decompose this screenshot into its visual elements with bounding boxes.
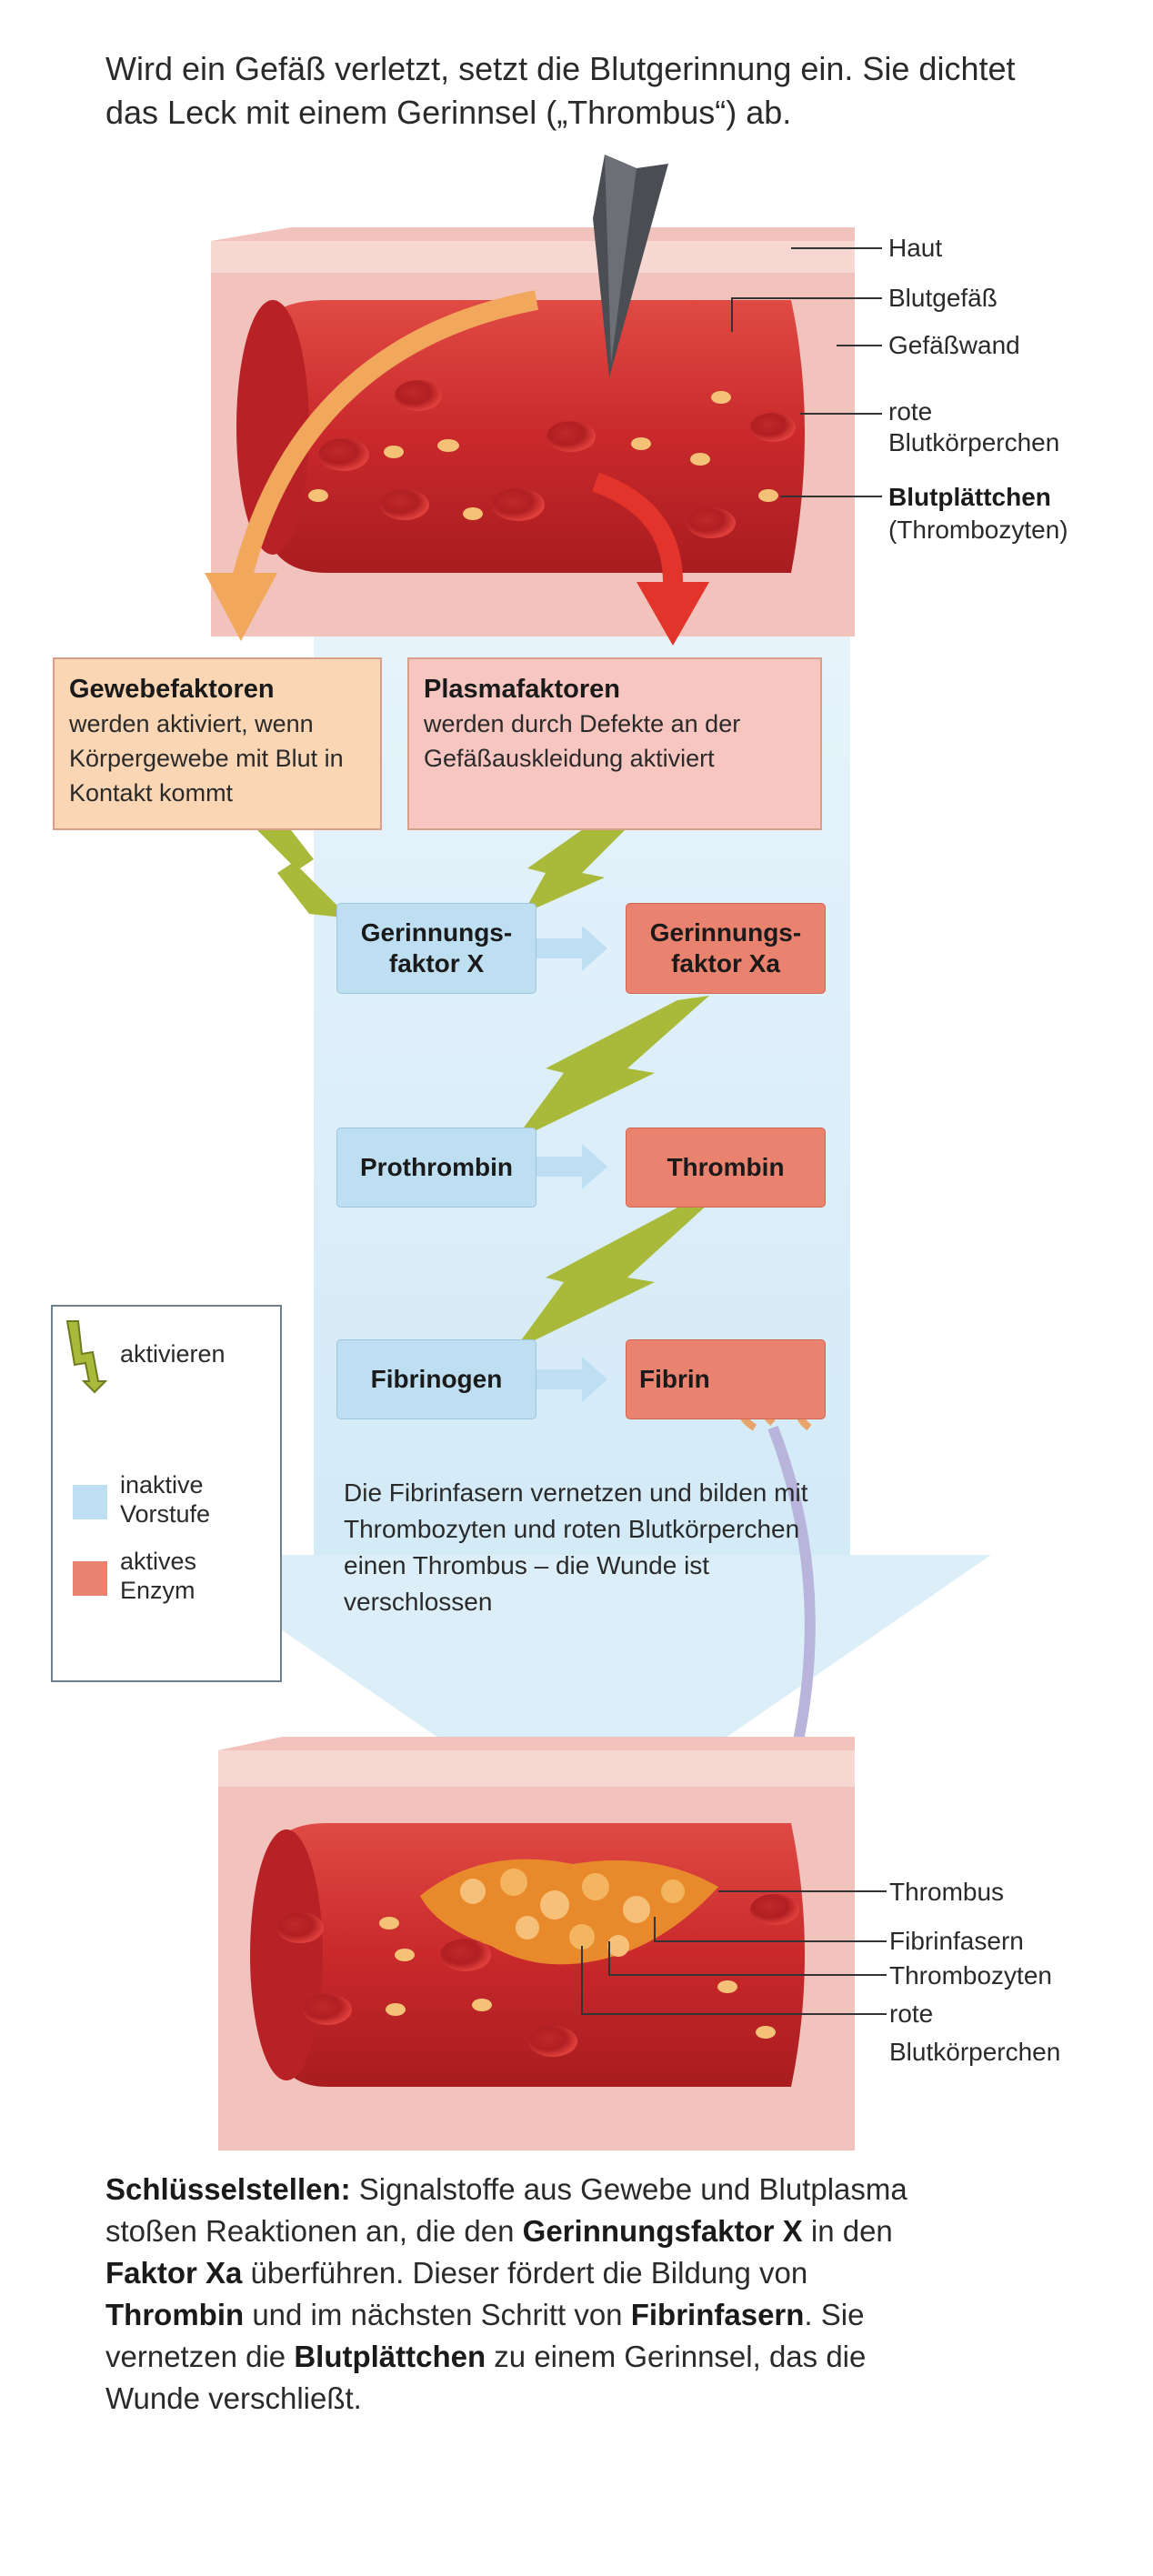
intro-text: Wird ein Gefäß verletzt, setzt die Blutg…: [105, 50, 1016, 131]
legend-active-line1: aktives: [120, 1548, 197, 1575]
legend-active-swatch: [73, 1561, 107, 1596]
legend-activate: aktivieren: [120, 1340, 226, 1368]
label-rbc-bottom-line2: Blutkörperchen: [889, 2038, 1061, 2066]
label-rbc-bottom-line1: rote: [889, 2000, 934, 2028]
label-vessel-wall: Gefäßwand: [888, 331, 1020, 359]
lightning-arrow-icon: [65, 1320, 108, 1394]
legend-active-line2: Enzym: [120, 1577, 196, 1604]
summary-paragraph: Schlüsselstellen: Signalstoffe aus Geweb…: [105, 2172, 907, 2415]
tissue-factors-box: Gewebefaktoren werden aktiviert, wenn Kö…: [53, 657, 382, 830]
top-vessel-illustration: [211, 155, 882, 636]
legend-inactive-line2: Vorstufe: [120, 1500, 211, 1528]
plasma-factors-box: Plasmafaktoren werden durch Defekte an d…: [407, 657, 822, 830]
label-vessel: Blutgefäß: [888, 284, 998, 312]
plasma-factors-title: Plasmafaktoren: [424, 675, 620, 704]
label-rbc-line1: rote: [888, 397, 933, 426]
fibrinogen-box: Fibrinogen: [336, 1339, 536, 1419]
fibrin-explanation: Die Fibrinfasern vernetzen und bilden mi…: [344, 1478, 808, 1616]
label-thrombus: Thrombus: [889, 1878, 1005, 1906]
plasma-factors-text: werden durch Defekte an der Gefäßausklei…: [424, 710, 741, 772]
label-platelets-sub: (Thrombozyten): [888, 516, 1068, 544]
prothrombin-box: Prothrombin: [336, 1128, 536, 1208]
tissue-factors-text: werden aktiviert, wenn Körpergewebe mit …: [69, 710, 344, 807]
pathway-arrows: [205, 290, 709, 646]
tissue-factors-title: Gewebefaktoren: [69, 675, 275, 704]
label-platelets: Blutplättchen: [888, 483, 1051, 511]
fibrin-box: Fibrin: [626, 1339, 826, 1419]
label-skin: Haut: [888, 234, 943, 262]
label-thrombocytes: Thrombozyten: [889, 1961, 1052, 1990]
label-fibrin-fibers: Fibrinfasern: [889, 1927, 1024, 1955]
activation-arrows: [246, 818, 709, 1402]
legend-inactive-swatch: [73, 1485, 107, 1519]
bottom-vessel-illustration: [218, 1737, 887, 2150]
factor-x-box: Gerinnungs- faktor X: [336, 903, 536, 994]
label-rbc-line2: Blutkörperchen: [888, 428, 1060, 456]
legend-inactive-line1: inaktive: [120, 1471, 204, 1498]
legend: aktivieren inaktive Vorstufe aktives Enz…: [51, 1305, 282, 1682]
factor-xa-box: Gerinnungs- faktor Xa: [626, 903, 826, 994]
thrombin-box: Thrombin: [626, 1128, 826, 1208]
